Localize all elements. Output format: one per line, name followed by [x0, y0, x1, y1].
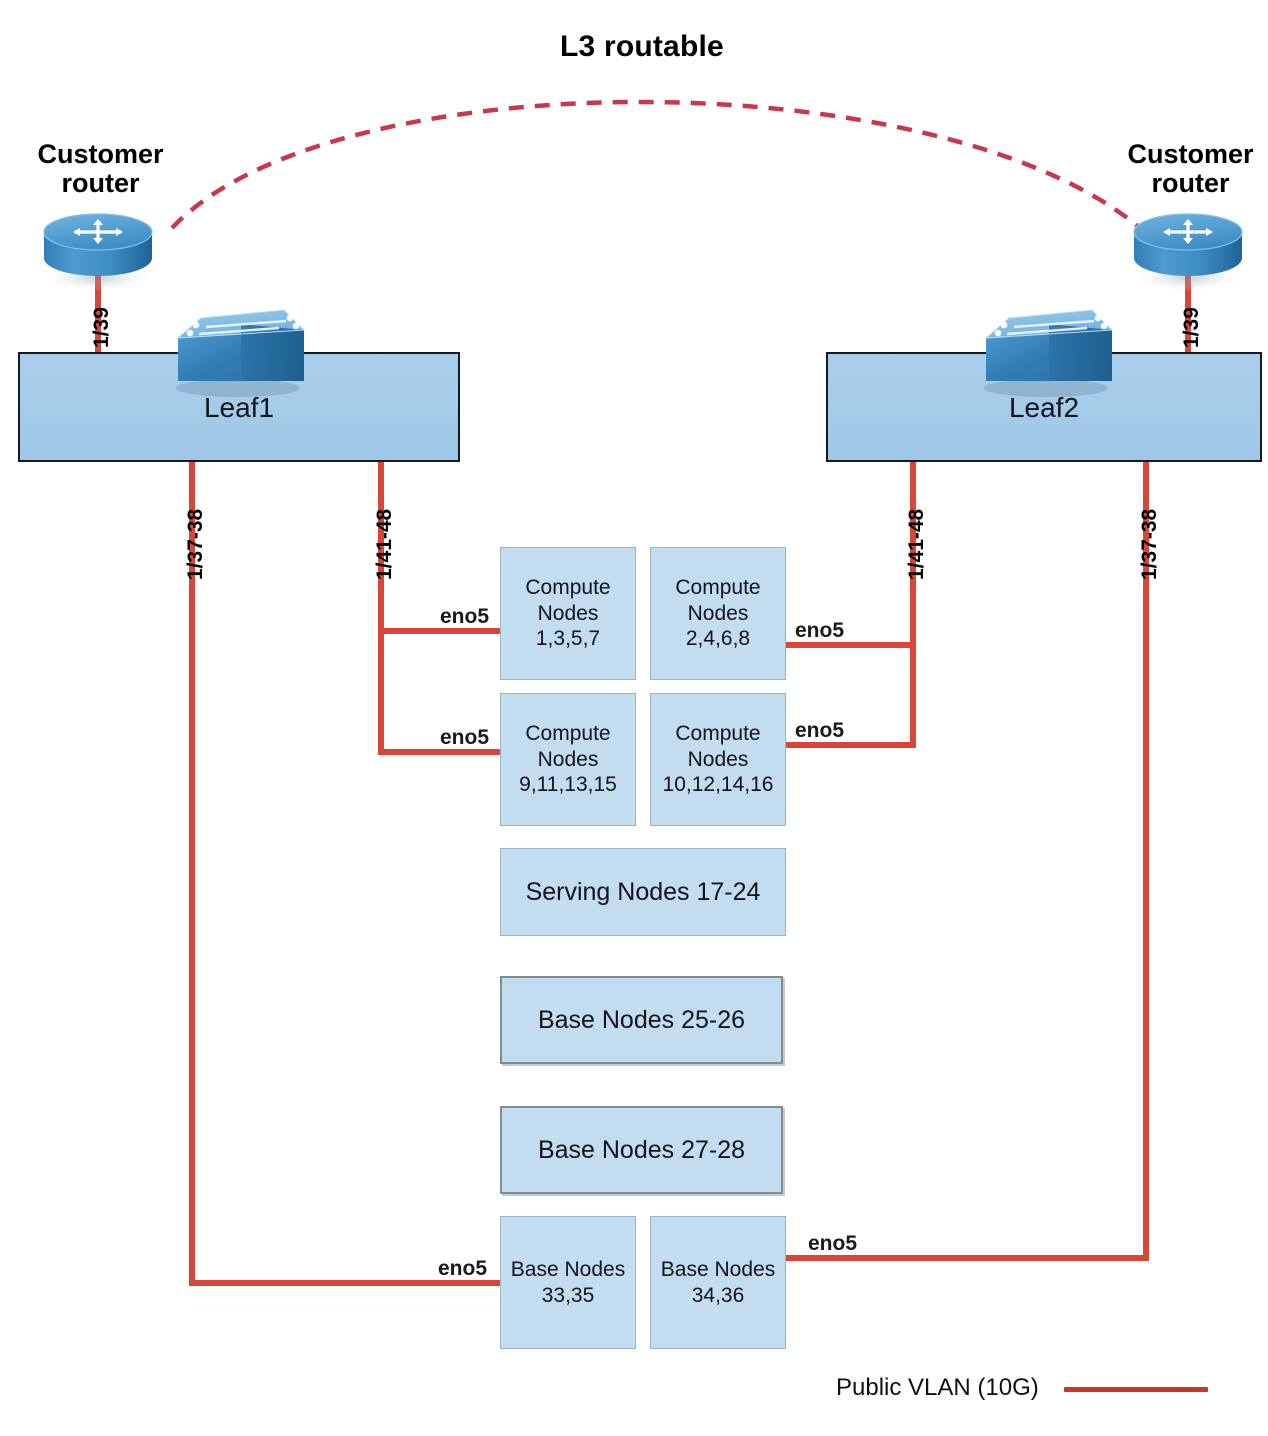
compute-node-box-3[interactable]: Compute Nodes 9,11,13,15	[500, 693, 636, 826]
port-label-leaf1-1-37-38: 1/37-38	[184, 508, 207, 580]
base-node-box-34-36[interactable]: Base Nodes 34,36	[650, 1216, 786, 1349]
compute-node-box-4-line3: 10,12,14,16	[662, 773, 774, 797]
base-node-box-27-28-label: Base Nodes 27-28	[537, 1135, 746, 1164]
leaf1-label: Leaf1	[203, 392, 275, 423]
leaf2-port-1-41-48-trunk	[786, 460, 916, 748]
compute-node-box-2-line1: Compute	[675, 576, 761, 600]
router-left-caption-line2: router	[61, 167, 140, 198]
eno5-label-base-right: eno5	[808, 1232, 858, 1255]
router-icon-left	[38, 213, 158, 292]
compute-node-box-1-line3: 1,3,5,7	[535, 627, 601, 651]
eno5-label-compute-right-bottom: eno5	[795, 719, 845, 742]
compute-node-box-3-line1: Compute	[525, 722, 611, 746]
leaf2-port-1-37-38-trunk	[786, 460, 1149, 1261]
leaf2-switch-bar[interactable]: Leaf2	[826, 352, 1262, 462]
eno5-label-compute-left-top: eno5	[440, 605, 490, 628]
compute-node-box-4[interactable]: Compute Nodes 10,12,14,16	[650, 693, 786, 826]
l3-routable-dashed-link	[170, 99, 1142, 230]
router-leaf-links	[95, 272, 1191, 355]
port-label-leaf1-1-41-48: 1/41-48	[373, 508, 396, 580]
base-node-box-33-35-line1: Base Nodes	[510, 1257, 626, 1281]
compute-node-box-1-line2: Nodes	[537, 601, 599, 625]
base-node-box-34-36-line2: 34,36	[691, 1283, 745, 1307]
leaf2-label: Leaf2	[1008, 392, 1080, 423]
base-node-box-25-26[interactable]: Base Nodes 25-26	[500, 976, 783, 1064]
eno5-label-compute-left-bottom: eno5	[440, 726, 490, 749]
port-label-router-left-1-39: 1/39	[90, 307, 113, 348]
compute-node-box-1-line1: Compute	[525, 576, 611, 600]
legend-line-swatch	[1064, 1387, 1208, 1392]
base-node-box-34-36-line1: Base Nodes	[660, 1257, 776, 1281]
leaf1-port-1-37-38-trunk	[189, 460, 500, 1286]
compute-node-box-3-line3: 9,11,13,15	[519, 773, 617, 797]
leaf1-port-1-41-48-trunk	[378, 460, 500, 755]
base-node-box-33-35[interactable]: Base Nodes 33,35	[500, 1216, 636, 1349]
compute-node-box-2-line2: Nodes	[687, 601, 749, 625]
leaf1-switch-bar[interactable]: Leaf1	[18, 352, 460, 462]
compute-node-box-2-line3: 2,4,6,8	[685, 627, 751, 651]
port-label-leaf2-1-41-48: 1/41-48	[905, 508, 928, 580]
eno5-label-base-left: eno5	[438, 1257, 488, 1280]
base-node-box-27-28[interactable]: Base Nodes 27-28	[500, 1106, 783, 1194]
compute-node-box-1[interactable]: Compute Nodes 1,3,5,7	[500, 547, 636, 680]
router-right-caption-line2: router	[1151, 167, 1230, 198]
port-label-leaf2-1-37-38: 1/37-38	[1138, 508, 1161, 580]
serving-node-box-label: Serving Nodes 17-24	[525, 877, 761, 906]
router-left-caption: Customer router	[18, 140, 183, 197]
compute-node-box-3-line2: Nodes	[537, 747, 599, 771]
compute-node-box-4-line1: Compute	[675, 722, 761, 746]
router-icon-right	[1128, 213, 1248, 292]
legend-label: Public VLAN (10G)	[836, 1374, 1039, 1401]
router-left-caption-line1: Customer	[37, 139, 164, 169]
compute-node-box-4-line2: Nodes	[687, 747, 749, 771]
port-label-router-right-1-39: 1/39	[1180, 307, 1203, 348]
serving-node-box[interactable]: Serving Nodes 17-24	[500, 848, 786, 936]
router-right-caption-line1: Customer	[1127, 139, 1254, 169]
base-node-box-33-35-line2: 33,35	[541, 1283, 595, 1307]
compute-node-box-2[interactable]: Compute Nodes 2,4,6,8	[650, 547, 786, 680]
base-node-box-25-26-label: Base Nodes 25-26	[537, 1005, 746, 1034]
eno5-label-compute-right-top: eno5	[795, 619, 845, 642]
router-right-caption: Customer router	[1108, 140, 1268, 197]
page-title: L3 routable	[560, 30, 724, 63]
